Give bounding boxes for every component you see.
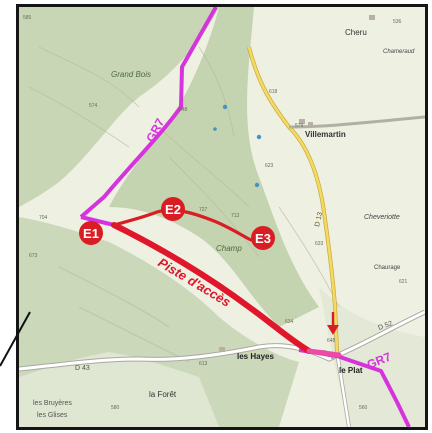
- water-points: [213, 104, 262, 188]
- access-track-end[interactable]: [306, 348, 342, 358]
- place-les-hayes: les Hayes: [237, 352, 274, 361]
- place-les-glises: les Glises: [37, 412, 68, 419]
- elevation-label: 574: [89, 103, 98, 109]
- elevation-label: 621: [399, 279, 408, 285]
- road-label-d52: D 52: [377, 320, 393, 332]
- road-label-d13: D 13: [314, 211, 324, 227]
- road-d13[interactable]: [247, 46, 339, 353]
- place-chameraud: Chameraud: [383, 49, 415, 55]
- marker-circle-e3: [251, 226, 275, 250]
- road-d43[interactable]: [19, 310, 425, 371]
- elevation-labels: 585 536 574 648 618 579 623 704 727 713 …: [23, 15, 408, 411]
- elevation-label: 727: [199, 207, 208, 213]
- elevation-label: 713: [231, 213, 240, 219]
- arrow-marker-icon: [327, 312, 339, 335]
- elevation-label: 673: [29, 253, 38, 259]
- marker-e1[interactable]: E1: [79, 221, 103, 245]
- marker-label-e1: E1: [83, 226, 99, 241]
- elevation-label: 560: [359, 405, 368, 411]
- field-east: [319, 287, 425, 427]
- elevation-label: 579: [295, 123, 304, 129]
- place-cheveriotte: Cheveriotte: [364, 214, 400, 221]
- elevation-label: 648: [327, 338, 336, 344]
- access-track[interactable]: [111, 222, 312, 354]
- road-villemartin[interactable]: [288, 115, 425, 129]
- map-canvas: E1 E2 E3 GR7 GR7 Piste d'accès Grand Boi…: [19, 7, 425, 427]
- elevation-label: 634: [285, 319, 294, 325]
- forest-area-north: [19, 7, 219, 207]
- elevation-label: 585: [23, 15, 32, 21]
- marker-circle-e2: [161, 197, 185, 221]
- elevation-label: 580: [111, 405, 120, 411]
- clearing-south: [19, 352, 219, 427]
- place-les-bruyeres: les Bruyères: [33, 400, 72, 407]
- marker-label-e3: E3: [255, 231, 271, 246]
- elevation-label: 633: [315, 241, 324, 247]
- elevation-label: 704: [39, 215, 48, 221]
- place-grand-bois: Grand Bois: [111, 70, 151, 79]
- elevation-label: 623: [265, 163, 274, 169]
- gr7-trail-north[interactable]: [79, 7, 218, 219]
- contour-lines: [28, 46, 340, 363]
- road-south[interactable]: [335, 351, 351, 427]
- place-cheru: Cheru: [345, 28, 367, 37]
- place-la-foret: la Forêt: [149, 390, 177, 399]
- place-chaurage: Chaurage: [374, 265, 401, 271]
- marker-e3[interactable]: E3: [251, 226, 275, 250]
- place-champ: Champ: [216, 244, 242, 253]
- elevation-label: 536: [393, 19, 402, 25]
- elevation-label: 648: [179, 107, 188, 113]
- road-label-d43: D 43: [75, 365, 90, 372]
- gr7-trail-junction[interactable]: [80, 215, 115, 227]
- place-villemartin: Villemartin: [305, 130, 346, 139]
- elevation-label: 618: [269, 89, 278, 95]
- callout-line: [0, 311, 31, 367]
- marker-label-e2: E2: [165, 202, 181, 217]
- marker-circle-e1: [79, 221, 103, 245]
- marker-e2[interactable]: E2: [161, 197, 185, 221]
- elevation-label: 613: [199, 361, 208, 367]
- place-le-plat: le Plat: [339, 366, 363, 375]
- topographic-map[interactable]: E1 E2 E3 GR7 GR7 Piste d'accès Grand Boi…: [16, 4, 428, 430]
